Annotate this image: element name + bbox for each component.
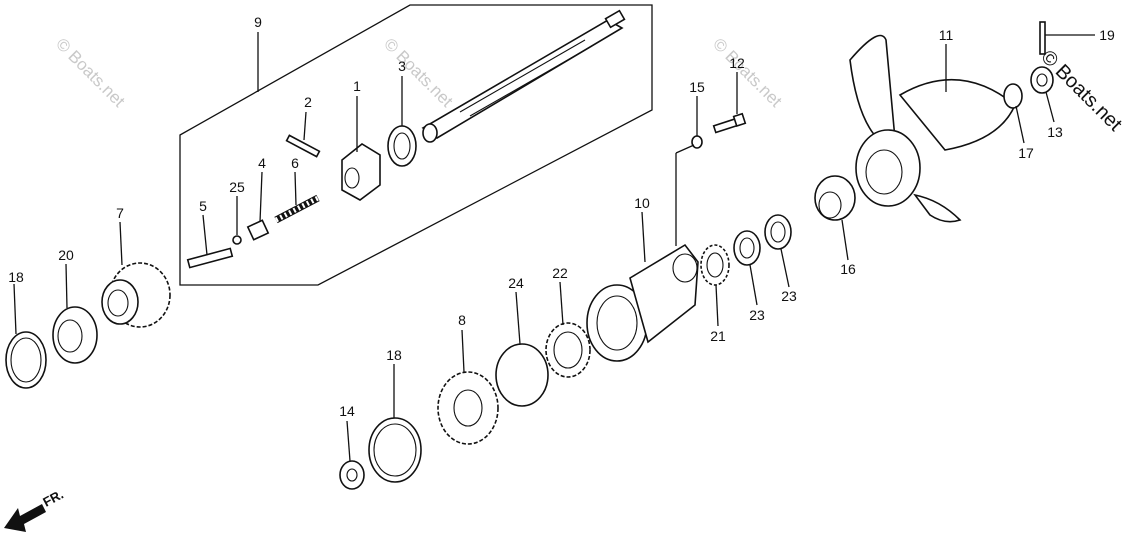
callout-16: 16 bbox=[840, 261, 856, 277]
callout-23-a: 23 bbox=[749, 307, 765, 323]
callout-21: 21 bbox=[710, 328, 726, 344]
callout-19: 19 bbox=[1099, 27, 1115, 43]
callout-3: 3 bbox=[398, 58, 406, 74]
spring bbox=[274, 194, 320, 224]
bearing-holder bbox=[586, 243, 699, 362]
ball-bearing bbox=[545, 322, 591, 378]
callout-1: 1 bbox=[353, 78, 361, 94]
callout-20: 20 bbox=[58, 247, 74, 263]
callout-7: 7 bbox=[116, 205, 124, 221]
washer bbox=[691, 135, 703, 149]
callout-8: 8 bbox=[458, 312, 466, 328]
callout-6: 6 bbox=[291, 155, 299, 171]
o-ring bbox=[495, 343, 549, 407]
callout-18-bottom: 18 bbox=[386, 347, 402, 363]
direction-label: FR. bbox=[40, 487, 66, 510]
callout-15: 15 bbox=[689, 79, 705, 95]
callout-9: 9 bbox=[254, 14, 262, 30]
watermark-2: © Boats.net bbox=[380, 34, 457, 111]
shim-bottom bbox=[368, 417, 422, 483]
bolt bbox=[712, 112, 747, 134]
prop-washer bbox=[1003, 83, 1023, 109]
propeller-shaft bbox=[421, 9, 626, 143]
propeller bbox=[849, 34, 1016, 223]
ball bbox=[232, 235, 242, 245]
reverse-gear bbox=[437, 371, 499, 445]
callout-24: 24 bbox=[508, 275, 524, 291]
callout-18-left: 18 bbox=[8, 269, 24, 285]
leader-lines bbox=[13, 32, 1095, 462]
callout-11: 11 bbox=[939, 27, 954, 43]
callout-17: 17 bbox=[1018, 145, 1034, 161]
shift-rod bbox=[186, 247, 234, 269]
prop-nut bbox=[1030, 66, 1054, 94]
oil-seal-2 bbox=[764, 214, 792, 250]
clutch bbox=[341, 143, 381, 201]
forward-gear bbox=[101, 262, 171, 328]
callout-2: 2 bbox=[304, 94, 312, 110]
callout-22: 22 bbox=[552, 265, 568, 281]
forward-direction-arrow: FR. bbox=[4, 487, 66, 532]
callout-14: 14 bbox=[339, 403, 355, 419]
thrust-washer bbox=[339, 460, 365, 490]
callout-13: 13 bbox=[1047, 124, 1063, 140]
callout-23-b: 23 bbox=[781, 288, 797, 304]
subassembly-frame bbox=[179, 4, 653, 286]
callout-5: 5 bbox=[199, 198, 207, 214]
sleeve bbox=[246, 219, 270, 241]
callout-10: 10 bbox=[634, 195, 650, 211]
callout-12: 12 bbox=[729, 55, 745, 71]
cotter-pin bbox=[1039, 21, 1046, 55]
watermark-3: © Boats.net bbox=[709, 34, 786, 111]
cross-pin bbox=[285, 134, 321, 158]
oil-seal-1 bbox=[733, 230, 761, 266]
shim-left bbox=[5, 331, 47, 389]
watermark-4: © Boats.net bbox=[1036, 46, 1123, 136]
needle-bearing bbox=[700, 244, 730, 286]
taper-bearing bbox=[52, 306, 98, 364]
callout-4: 4 bbox=[258, 155, 266, 171]
thrust-holder bbox=[814, 175, 856, 221]
watermark-1: © Boats.net bbox=[52, 34, 129, 111]
callout-25: 25 bbox=[229, 179, 245, 195]
shaft-ring bbox=[387, 125, 417, 167]
